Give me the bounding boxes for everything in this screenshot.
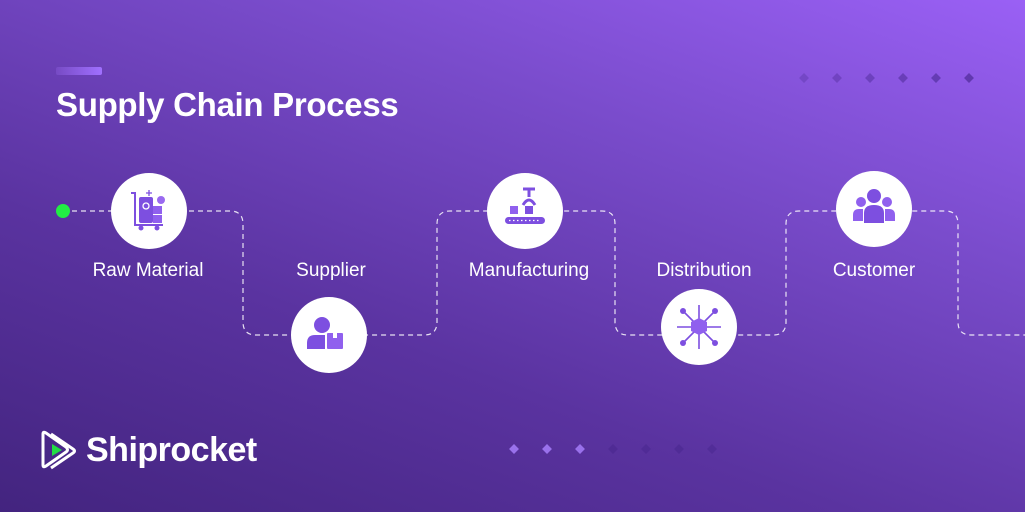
group-users-icon <box>853 189 895 223</box>
step-supplier-node <box>291 297 367 373</box>
step-raw-material-label: Raw Material <box>92 260 204 281</box>
start-dot <box>56 204 70 218</box>
step-manufacturing-node <box>487 173 563 249</box>
robot-arm-conveyor-icon <box>505 187 545 224</box>
step-distribution-label: Distribution <box>656 260 752 281</box>
shiprocket-logo-icon <box>41 430 76 470</box>
title-accent-bar <box>56 67 102 75</box>
person-box-icon <box>307 317 343 349</box>
step-customer-label: Customer <box>832 260 916 281</box>
brand-name: Shiprocket <box>86 430 257 469</box>
cart-boxes-icon <box>131 190 165 231</box>
step-raw-material-node <box>111 173 187 249</box>
shiprocket-logo: Shiprocket <box>40 428 257 472</box>
step-customer-node <box>836 171 912 247</box>
step-manufacturing-label: Manufacturing <box>468 260 590 281</box>
page-title: Supply Chain Process <box>56 86 399 123</box>
box-network-icon <box>677 305 721 349</box>
step-distribution-node <box>661 289 737 365</box>
step-supplier-label: Supplier <box>296 260 366 281</box>
